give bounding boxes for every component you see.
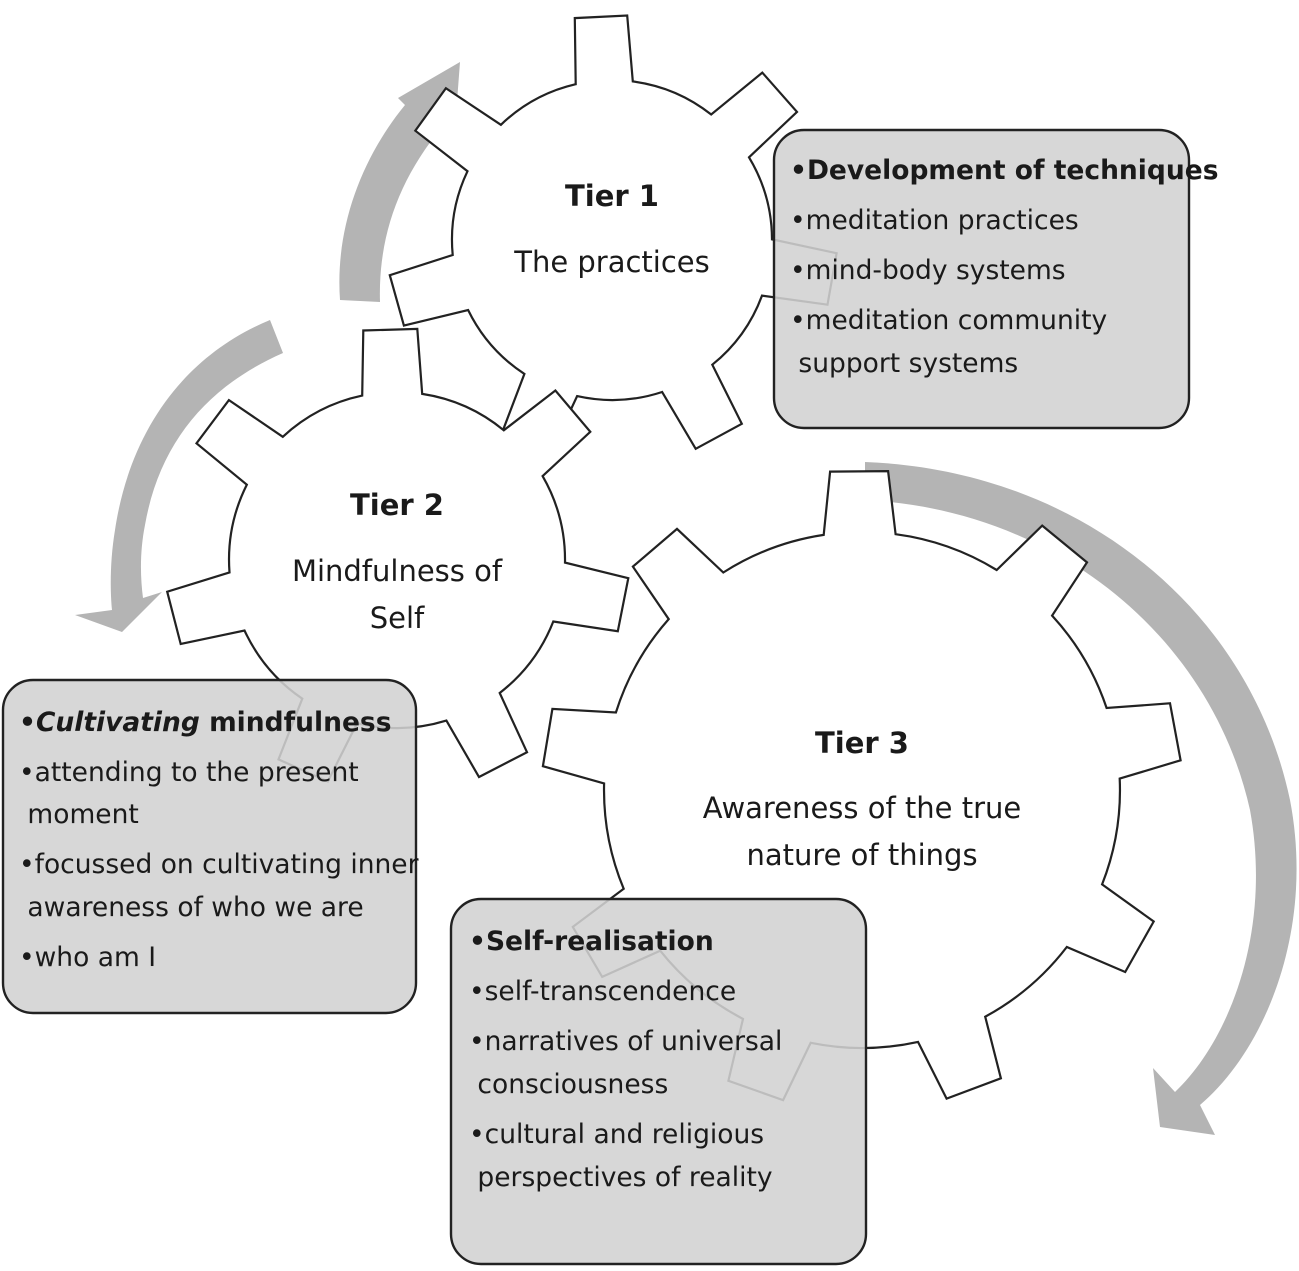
tier2-box-heading-italic: •Cultivating: [19, 707, 200, 738]
tier1-box-item: •meditation community: [790, 305, 1107, 336]
tier1-title: Tier 1: [565, 179, 659, 213]
tier2-title: Tier 2: [350, 488, 444, 522]
tier1-box-item: •meditation practices: [790, 205, 1079, 236]
gear-tier1: [388, 14, 838, 458]
tier3-box-item: perspectives of reality: [469, 1162, 773, 1193]
tier2-box-item: moment: [19, 799, 139, 830]
tier2-box-item: •who am I: [19, 942, 156, 973]
tier3-info-box: [449, 897, 868, 1266]
arrow-tier3-cycle: [865, 462, 1297, 1135]
tier3-title: Tier 3: [815, 726, 909, 760]
tier3-box-item: •narratives of universal: [469, 1026, 782, 1057]
tier2-box-heading-rest: mindfulness: [200, 707, 392, 738]
tier3-subtitle-line1: Awareness of the true: [703, 791, 1021, 825]
tier2-box-item: •attending to the present: [19, 757, 359, 788]
tier2-box-item: awareness of who we are: [19, 892, 364, 923]
tier2-box-item: •focussed on cultivating inner: [19, 849, 419, 880]
arrow-tier1-to-tier2: [75, 320, 283, 632]
tier2-box-heading: •Cultivating mindfulness: [19, 707, 391, 738]
tier1-subtitle: The practices: [513, 245, 710, 279]
tier1-box-item: •mind-body systems: [790, 255, 1066, 286]
tier3-box-item: •cultural and religious: [469, 1119, 764, 1150]
tier1-box-heading: •Development of techniques: [790, 155, 1218, 186]
tier2-subtitle-line1: Mindfulness of: [292, 554, 503, 588]
tier3-box-heading: •Self-realisation: [469, 926, 714, 957]
tier2-info-box: [1, 678, 418, 1015]
tier1-info-box: [772, 128, 1191, 430]
tier2-subtitle-line2: Self: [370, 601, 425, 635]
tier3-box-item: consciousness: [469, 1069, 668, 1100]
tier1-box-item: support systems: [790, 348, 1018, 379]
tier3-subtitle-line2: nature of things: [746, 838, 977, 872]
tier3-box-item: •self-transcendence: [469, 976, 736, 1007]
